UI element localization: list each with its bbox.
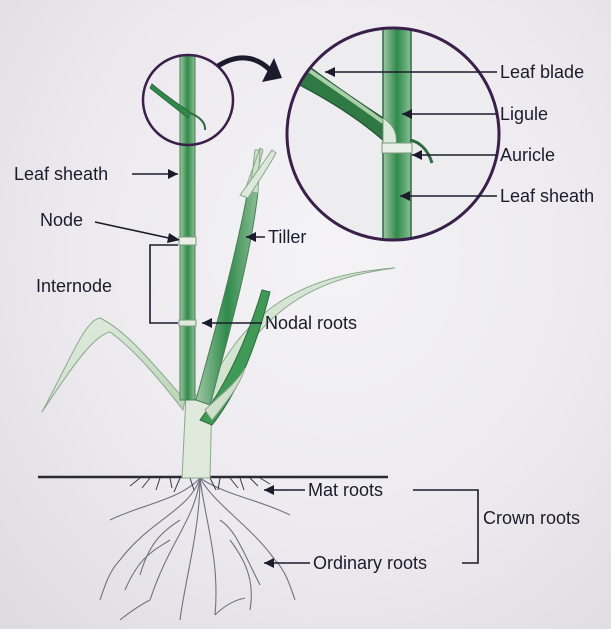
label-leaf-sheath: Leaf sheath — [14, 164, 108, 184]
zoom-arrow — [218, 58, 270, 70]
zoom-circle-content — [287, 20, 499, 250]
label-leaf-blade: Leaf blade — [500, 62, 584, 82]
label-node: Node — [40, 210, 83, 230]
drooping-left-leaf — [42, 318, 185, 412]
node-band — [179, 237, 196, 245]
label-leaf-sheath-zoom: Leaf sheath — [500, 186, 594, 206]
label-tiller: Tiller — [268, 227, 306, 247]
label-mat-roots: Mat roots — [308, 480, 383, 500]
label-auricle: Auricle — [500, 145, 555, 165]
label-crown-roots: Crown roots — [483, 508, 580, 528]
label-ligule: Ligule — [500, 104, 548, 124]
ordinary-roots-drawing — [100, 478, 295, 620]
label-ordinary-roots: Ordinary roots — [313, 553, 427, 573]
label-internode: Internode — [36, 276, 112, 296]
label-nodal-roots: Nodal roots — [265, 313, 357, 333]
